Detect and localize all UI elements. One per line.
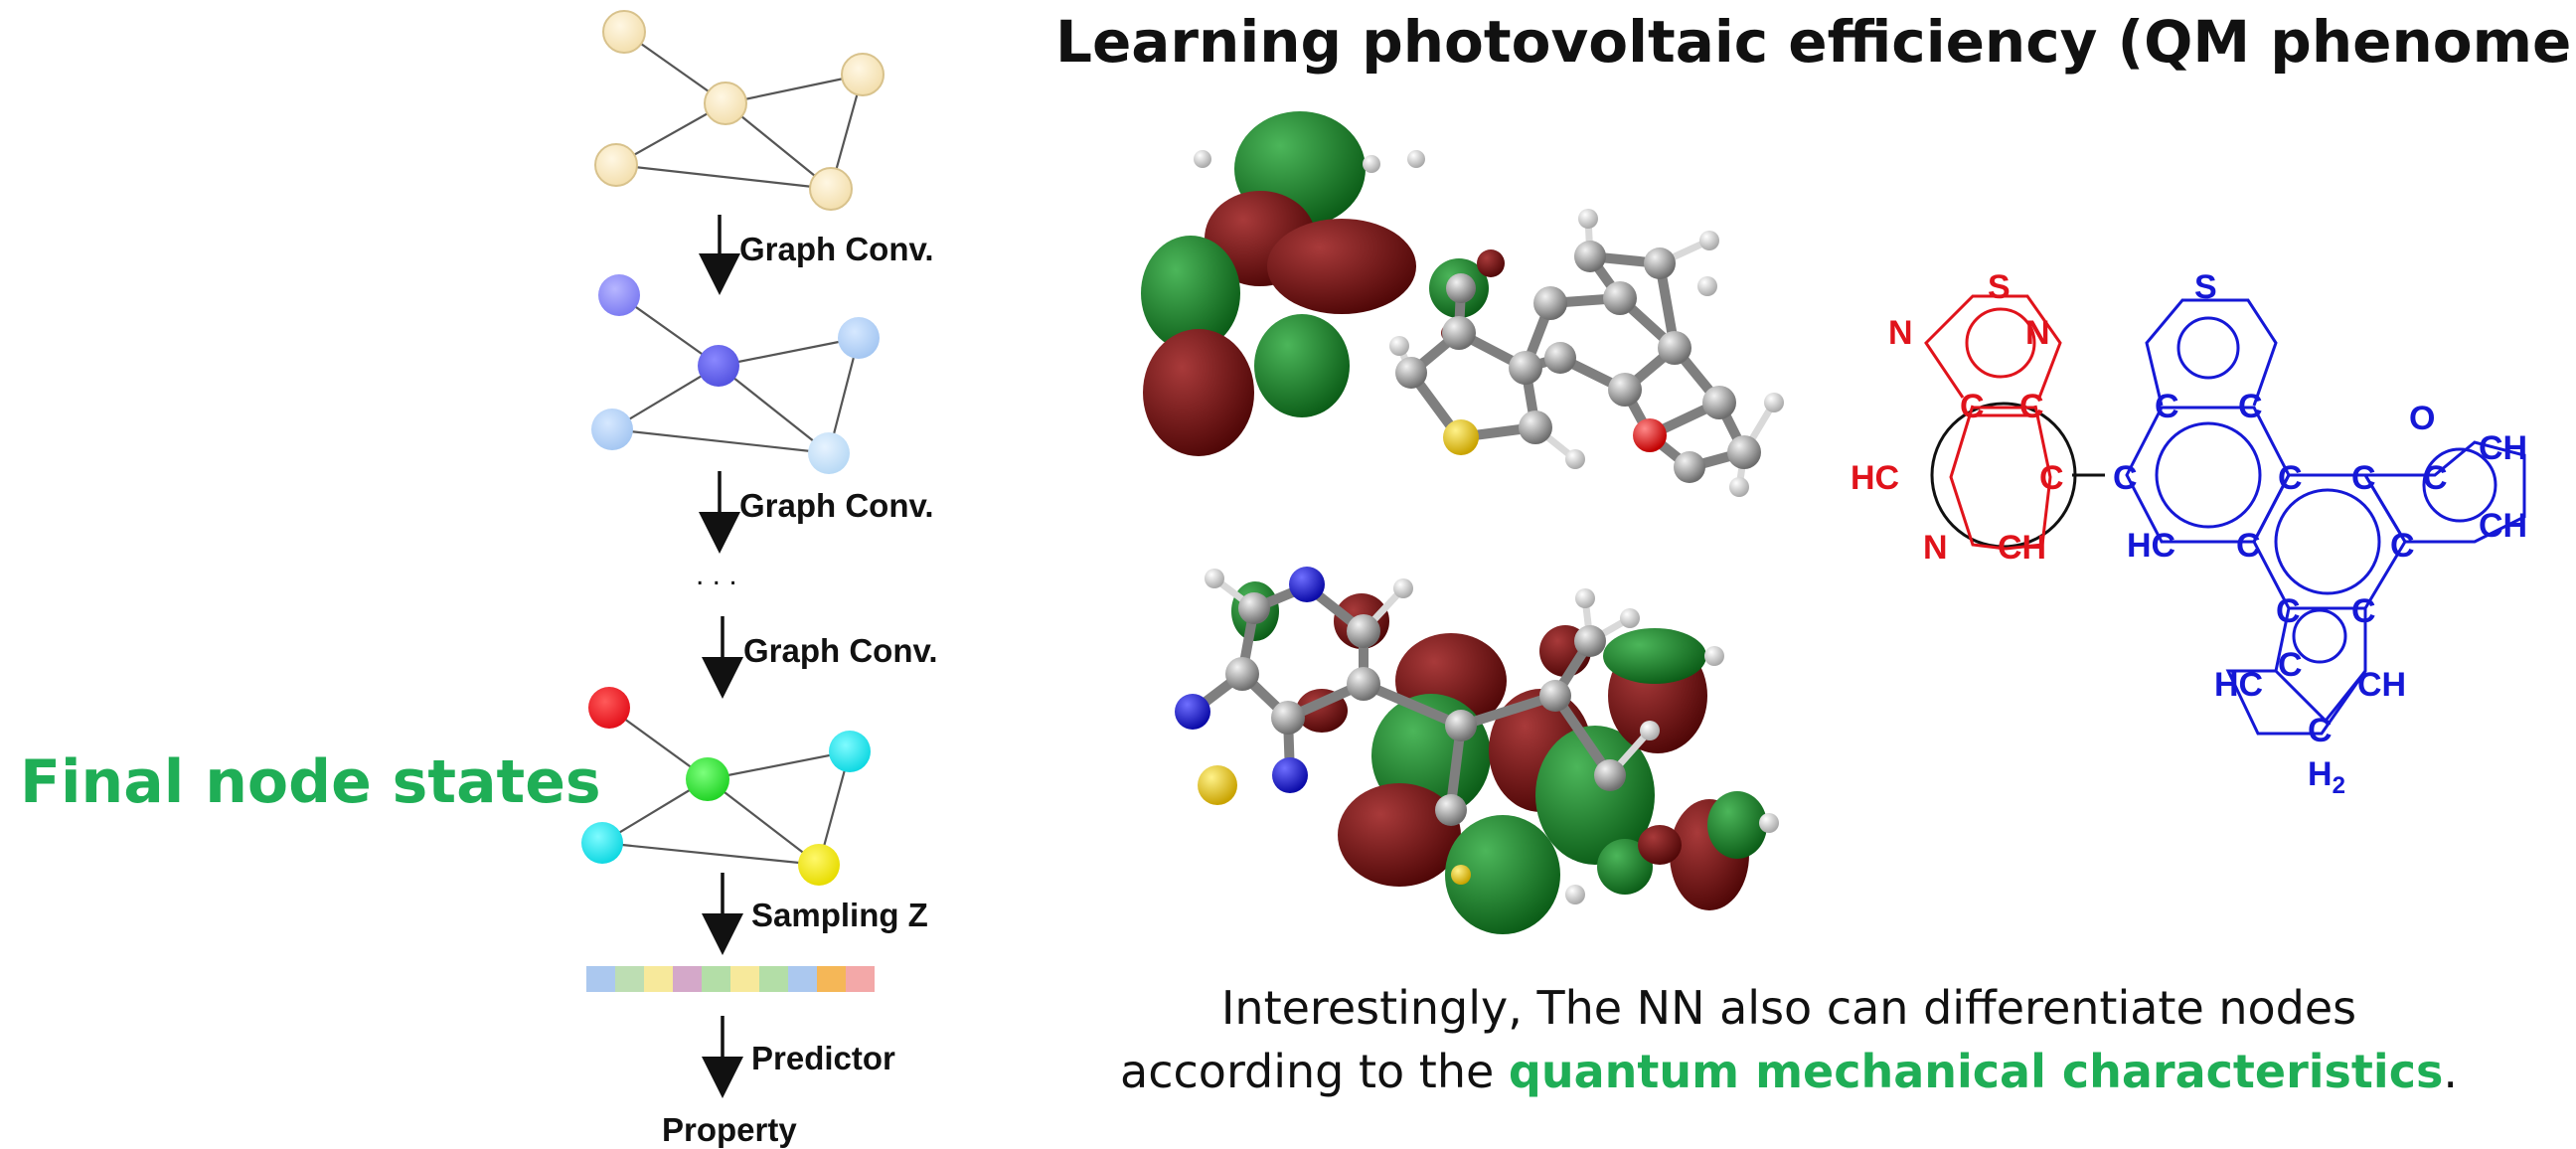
latent-vector-z xyxy=(586,966,875,992)
step-label-graph-conv-1: Graph Conv. xyxy=(739,231,934,267)
atom-label: HC xyxy=(1851,459,1899,497)
output-label-property: Property xyxy=(662,1111,797,1148)
step-label-sampling-z: Sampling Z xyxy=(751,897,928,933)
ellipsis: . . . xyxy=(696,559,737,591)
atom-label: S xyxy=(2194,268,2217,306)
caption-highlight: quantum mechanical characteristics xyxy=(1508,1045,2444,1098)
caption-line-1: Interestingly, The NN also can different… xyxy=(1220,981,2357,1035)
caption: Interestingly, The NN also can different… xyxy=(1083,976,2495,1103)
atom-label: CH xyxy=(1998,529,2046,567)
atom-label: N xyxy=(1923,529,1948,567)
chemical-structure: S N N C C HC C N CH S C C C C C O CH CH … xyxy=(1851,268,2527,799)
graph-after-conv xyxy=(591,274,880,474)
atom-label: C xyxy=(2019,388,2044,425)
graph-initial xyxy=(594,10,885,211)
step-label-graph-conv-n: Graph Conv. xyxy=(743,632,938,669)
caption-line-2: according to the quantum mechanical char… xyxy=(1083,1040,2495,1103)
atom-label: CH xyxy=(2479,507,2527,545)
atom-label: C xyxy=(2423,459,2448,497)
atom-label: HC xyxy=(2127,527,2175,565)
step-label-graph-conv-2: Graph Conv. xyxy=(739,487,934,524)
atom-label: S xyxy=(1988,268,2011,306)
atom-label: C xyxy=(2351,592,2376,630)
atom-label: C xyxy=(2278,646,2303,684)
atom-label: CH xyxy=(2479,429,2527,467)
atom-label: C xyxy=(2238,388,2263,425)
page-title: Learning photovoltaic efficiency (QM phe… xyxy=(1055,8,2576,76)
molecule-orbital-top xyxy=(1141,111,1784,497)
atom-label: C xyxy=(2113,459,2138,497)
atom-label: C xyxy=(2276,592,2301,630)
atom-label: HC xyxy=(2214,666,2263,704)
caption-line-2-suffix: . xyxy=(2443,1045,2458,1098)
atom-label: H2 xyxy=(2308,755,2345,799)
graph-final-states xyxy=(581,687,871,886)
atom-label: CH xyxy=(2357,666,2406,704)
final-node-states-label: Final node states xyxy=(20,747,601,817)
atom-label: C xyxy=(2351,459,2376,497)
atom-label: C xyxy=(2236,527,2261,565)
atom-label: C xyxy=(2155,388,2179,425)
step-label-predictor: Predictor xyxy=(751,1040,895,1076)
pipeline-arrows xyxy=(699,215,743,1098)
atom-label: C xyxy=(2039,459,2064,497)
atom-label: C xyxy=(2278,459,2303,497)
molecule-orbital-bottom xyxy=(1175,567,1779,934)
atom-label: N xyxy=(2025,314,2050,352)
atom-label: C xyxy=(2308,712,2333,749)
atom-label: C xyxy=(2390,527,2415,565)
atom-label: O xyxy=(2409,400,2435,437)
atom-label: C xyxy=(1960,388,1985,425)
caption-line-2-prefix: according to the xyxy=(1120,1045,1509,1098)
atom-label: N xyxy=(1888,314,1913,352)
